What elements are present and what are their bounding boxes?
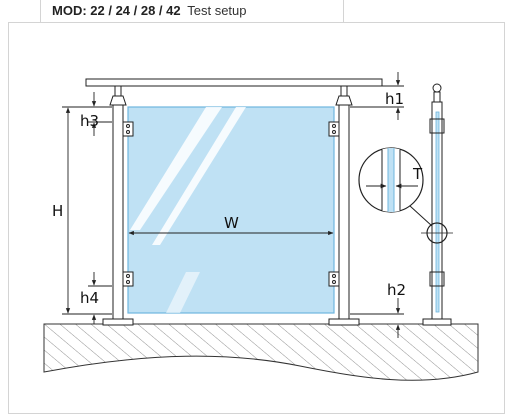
T-label: T bbox=[412, 165, 423, 183]
W-label: W bbox=[224, 214, 239, 232]
left-clamp-top bbox=[122, 121, 134, 137]
handrail bbox=[85, 78, 383, 87]
left-post bbox=[102, 85, 134, 326]
right-post bbox=[328, 85, 360, 326]
detail-magnifier bbox=[358, 147, 453, 244]
glass-panel bbox=[127, 106, 335, 314]
header-subtitle: Test setup bbox=[187, 3, 247, 18]
side-view-post bbox=[422, 83, 452, 326]
h2-label: h2 bbox=[387, 281, 406, 299]
h4-label: h4 bbox=[80, 289, 99, 307]
ground bbox=[43, 323, 479, 381]
h3-label: h3 bbox=[80, 112, 99, 130]
H-label: H bbox=[52, 202, 63, 220]
right-clamp-bottom bbox=[328, 271, 340, 287]
model-label: MOD: 22 / 24 / 28 / 42 bbox=[52, 3, 181, 18]
header-tab: MOD: 22 / 24 / 28 / 42 Test setup bbox=[40, 0, 344, 23]
right-clamp-top bbox=[328, 121, 340, 137]
left-clamp-bottom bbox=[122, 271, 134, 287]
dimension-lines bbox=[62, 72, 404, 338]
h1-label: h1 bbox=[385, 90, 404, 108]
